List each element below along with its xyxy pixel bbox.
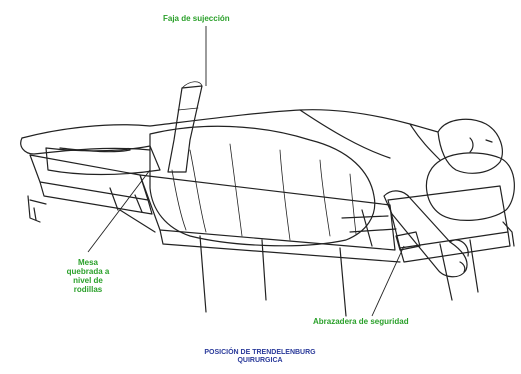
label-restraint-strap: Faja de sujección bbox=[163, 14, 230, 23]
leader-clamp bbox=[372, 246, 404, 316]
pillow bbox=[426, 153, 514, 221]
leader-table bbox=[88, 170, 150, 252]
label-security-clamp: Abrazadera de seguridad bbox=[313, 317, 409, 326]
label-broken-table-line-2: quebrada a bbox=[50, 267, 126, 276]
label-broken-table: Mesa quebrada a nivel de rodillas bbox=[50, 258, 126, 294]
figure-caption: POSICIÓN DE TRENDELENBURG QUIRURGICA bbox=[160, 349, 360, 365]
drape-folds bbox=[172, 144, 356, 240]
label-broken-table-line-1: Mesa bbox=[50, 258, 126, 267]
caption-line-1: POSICIÓN DE TRENDELENBURG bbox=[160, 349, 360, 357]
drape-sheet bbox=[150, 126, 375, 246]
caption-line-2: QUIRURGICA bbox=[160, 357, 360, 365]
label-broken-table-line-3: nivel de bbox=[50, 276, 126, 285]
label-broken-table-line-4: rodillas bbox=[50, 285, 126, 294]
